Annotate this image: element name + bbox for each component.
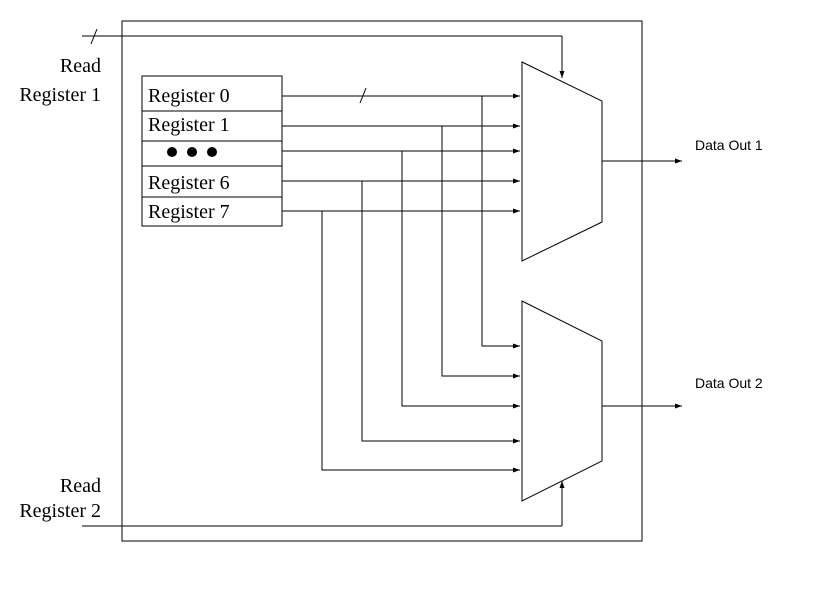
mux-1: [521, 61, 603, 262]
read-register-1-label-line1: Read: [60, 55, 101, 77]
ellipsis-dot-3: [207, 147, 217, 157]
read-register-2-label-line2: Register 2: [19, 500, 101, 522]
mux-1-input-wires: [282, 93, 520, 214]
ellipsis-dot-1: [167, 147, 177, 157]
data-out-2-label: Data Out 2: [695, 375, 763, 391]
read-register-2-label-line1: Read: [60, 475, 101, 497]
data-out-1-label: Data Out 1: [695, 137, 763, 153]
register-6-label: Register 6: [148, 172, 230, 194]
register-7-label: Register 7: [148, 201, 230, 223]
ellipsis-dot-2: [187, 147, 197, 157]
register-file-block: [121, 20, 643, 542]
register-0-label: Register 0: [148, 85, 230, 107]
mux-2: [521, 300, 603, 502]
read-register-1-bus-slash: [90, 28, 98, 45]
mux-2-input-wires: [321, 96, 520, 473]
register-bus-slash: [359, 87, 367, 104]
read-register-1-label-line2: Register 1: [19, 84, 101, 106]
register-1-label: Register 1: [148, 114, 230, 136]
